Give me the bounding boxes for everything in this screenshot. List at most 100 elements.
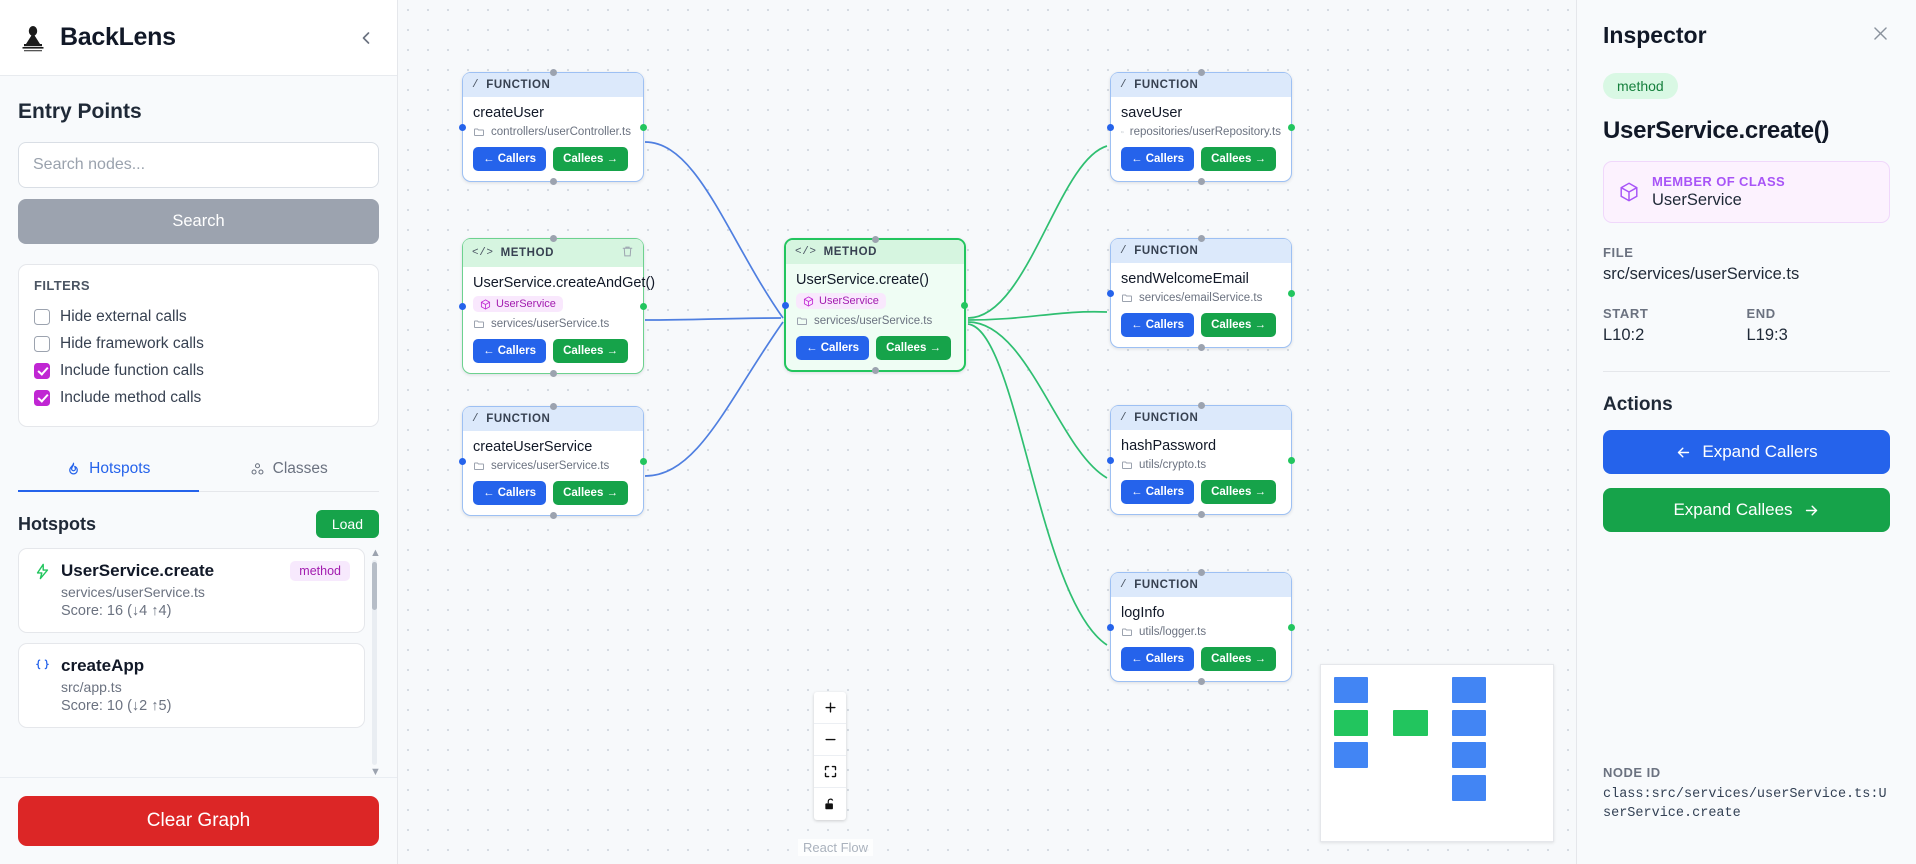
zoom-in-button[interactable] [814,692,846,724]
node-callees-button[interactable]: Callees → [553,147,629,171]
checkbox-hide-external-calls[interactable] [34,308,50,325]
hotspots-scrollbar[interactable]: ▲ ▼ [370,548,379,777]
filter-label: Include method calls [60,388,202,406]
node-callees-button[interactable]: Callees → [553,339,629,363]
node-handle-top[interactable] [549,235,557,242]
node-handle-bottom[interactable] [1197,178,1205,185]
tab-hotspots[interactable]: Hotspots [18,449,199,492]
node-callers-button[interactable]: ← Callers [1121,147,1195,171]
checkbox-include-function-calls[interactable] [34,362,50,379]
scrollbar-thumb[interactable] [372,562,377,610]
folder-icon [474,462,484,470]
node-handle-top[interactable] [549,69,557,76]
node-handle-left[interactable] [459,123,466,131]
node-callees-button[interactable]: Callees → [1201,480,1277,504]
graph-node-UserService-create[interactable]: </> METHOD UserService.create() UserServ… [782,236,968,374]
node-callers-button[interactable]: ← Callers [473,339,547,363]
node-handle-top[interactable] [1197,69,1205,76]
node-handle-right[interactable] [1288,289,1295,297]
scrollbar-track[interactable] [372,560,377,765]
node-handle-bottom[interactable] [871,367,879,374]
node-callers-button[interactable]: ← Callers [473,147,547,171]
filter-include-method-calls[interactable]: Include method calls [34,384,363,411]
expand-callees-button[interactable]: Expand Callees [1603,488,1890,532]
graph-node-hashPassword[interactable]: / FUNCTION hashPassword utils/crypto.ts … [1107,402,1295,518]
node-buttons: ← Callers Callees → [473,147,633,171]
node-handle-left[interactable] [459,457,466,465]
graph-canvas[interactable]: / FUNCTION createUser controllers/userCo… [398,0,1576,864]
graph-minimap[interactable] [1320,664,1554,842]
braces-icon [33,658,52,675]
checkbox-include-method-calls[interactable] [34,389,50,406]
delete-node-button[interactable] [621,245,634,261]
node-handle-top[interactable] [549,403,557,410]
zoom-out-button[interactable] [814,724,846,756]
hotspot-path: src/app.ts [61,679,122,695]
node-callers-button[interactable]: ← Callers [1121,647,1195,671]
scroll-up-icon[interactable]: ▲ [370,548,379,559]
react-flow-attribution[interactable]: React Flow [798,839,874,856]
node-handle-top[interactable] [871,236,879,243]
fit-view-button[interactable] [814,756,846,788]
node-handle-right[interactable] [1288,123,1295,131]
tab-classes[interactable]: Classes [199,449,380,492]
node-handle-top[interactable] [1197,569,1205,576]
filter-include-function-calls[interactable]: Include function calls [34,357,363,384]
start-value: L10:2 [1603,326,1645,344]
node-handle-left[interactable] [782,301,789,309]
collapse-sidebar-button[interactable] [353,25,379,51]
node-callers-button[interactable]: ← Callers [1121,313,1195,337]
search-button[interactable]: Search [18,199,379,244]
node-handle-bottom[interactable] [549,512,557,519]
graph-node-createUser[interactable]: / FUNCTION createUser controllers/userCo… [459,69,647,185]
filter-hide-framework-calls[interactable]: Hide framework calls [34,330,363,357]
node-handle-left[interactable] [1107,623,1114,631]
member-of-class-text: MEMBER OF CLASS UserService [1652,174,1785,210]
slash-icon: / [1120,579,1128,591]
graph-node-logInfo[interactable]: / FUNCTION logInfo utils/logger.ts ← Cal… [1107,569,1295,685]
node-handle-bottom[interactable] [549,370,557,377]
node-callers-button[interactable]: ← Callers [1121,480,1195,504]
close-inspector-button[interactable] [1871,24,1890,47]
node-handle-left[interactable] [1107,456,1114,464]
node-path-row: utils/crypto.ts [1121,459,1281,471]
node-handle-right[interactable] [640,123,647,131]
node-path: services/userService.ts [814,315,933,327]
node-handle-right[interactable] [640,457,647,465]
checkbox-hide-framework-calls[interactable] [34,335,50,352]
lock-toggle-button[interactable] [814,788,846,820]
node-callees-button[interactable]: Callees → [876,336,952,360]
graph-node-sendWelcomeEmail[interactable]: / FUNCTION sendWelcomeEmail services/ema… [1107,235,1295,351]
node-handle-bottom[interactable] [1197,511,1205,518]
node-callees-button[interactable]: Callees → [1201,313,1277,337]
node-handle-left[interactable] [1107,123,1114,131]
filter-hide-external-calls[interactable]: Hide external calls [34,303,363,330]
node-handle-top[interactable] [1197,402,1205,409]
node-handle-right[interactable] [640,302,647,310]
list-item[interactable]: UserService.create method services/userS… [18,548,365,633]
list-item[interactable]: createApp src/app.ts Score: 10 (↓2 ↑5) [18,643,365,728]
expand-callers-button[interactable]: Expand Callers [1603,430,1890,474]
node-callers-button[interactable]: ← Callers [473,481,547,505]
node-handle-bottom[interactable] [1197,678,1205,685]
scroll-down-icon[interactable]: ▼ [370,766,379,778]
node-handle-right[interactable] [1288,623,1295,631]
graph-node-createUserService[interactable]: / FUNCTION createUserService services/us… [459,403,647,519]
graph-node-UserService-createAndGet[interactable]: </> METHOD UserService.createAndGet() Us… [459,235,655,377]
search-input[interactable] [18,142,379,188]
node-handle-top[interactable] [1197,235,1205,242]
node-callers-button[interactable]: ← Callers [796,336,870,360]
hotspot-header: createApp [33,656,350,676]
node-callees-button[interactable]: Callees → [1201,147,1277,171]
node-callees-button[interactable]: Callees → [1201,647,1277,671]
node-handle-left[interactable] [1107,289,1114,297]
load-hotspots-button[interactable]: Load [315,510,379,538]
node-callees-button[interactable]: Callees → [553,481,629,505]
node-handle-bottom[interactable] [1197,344,1205,351]
node-handle-bottom[interactable] [549,178,557,185]
node-handle-left[interactable] [459,302,466,310]
node-handle-right[interactable] [961,301,968,309]
clear-graph-button[interactable]: Clear Graph [18,796,379,846]
graph-node-saveUser[interactable]: / FUNCTION saveUser repositories/userRep… [1107,69,1295,185]
node-handle-right[interactable] [1288,456,1295,464]
